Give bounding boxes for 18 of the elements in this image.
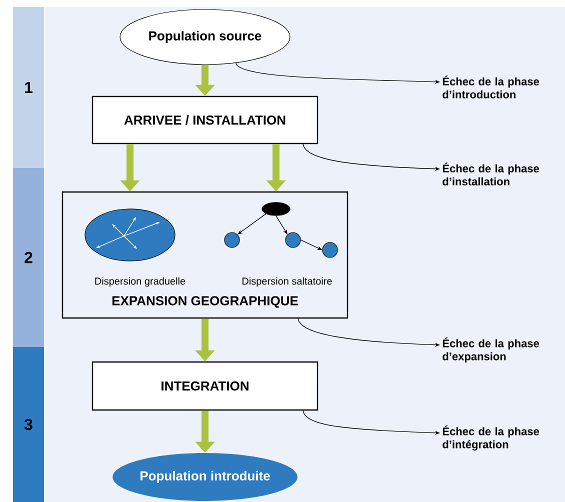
population-dot xyxy=(322,242,338,258)
phase-band: 3 xyxy=(13,346,44,502)
stage-box: INTEGRATION xyxy=(92,361,318,411)
population-dot xyxy=(224,232,240,248)
arrow xyxy=(276,215,288,234)
failure-note: Échec de la phase d’expansion xyxy=(442,337,540,362)
stage-box: ARRIVEE / INSTALLATION xyxy=(92,96,318,144)
failure-note: Échec de la phase d’installation xyxy=(442,162,540,186)
caption-text: Dispersion graduelle xyxy=(95,277,186,287)
dispersion-ellipse xyxy=(84,208,176,262)
failure-note: Échec de la phase d’introduction xyxy=(442,76,540,98)
population-dot xyxy=(285,232,301,248)
arrow xyxy=(238,213,266,234)
caption-text: Dispersion saltatoire xyxy=(242,277,332,287)
phase-band: 1 xyxy=(13,7,44,168)
phase-band: 2 xyxy=(13,168,44,347)
source-dot xyxy=(262,202,290,216)
failure-note: Échec de la phase d’intégration xyxy=(442,425,540,451)
